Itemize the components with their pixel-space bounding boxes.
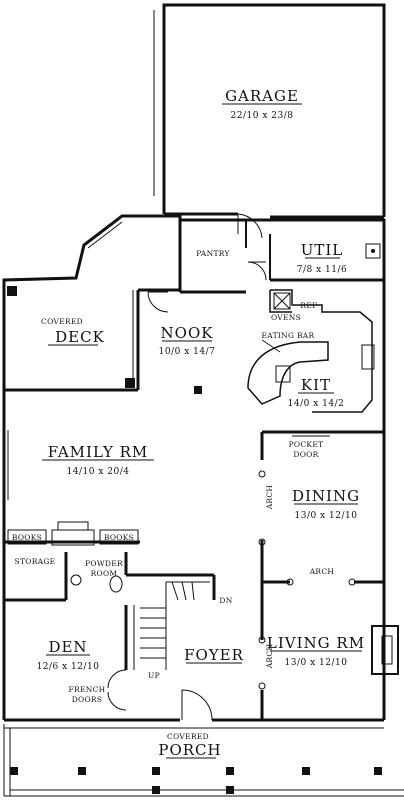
pantry-label: PANTRY — [196, 249, 230, 258]
living-label: LIVING RM — [267, 634, 365, 652]
garage-walls — [153, 3, 386, 219]
post-icon — [194, 386, 202, 394]
sink-icon — [365, 243, 381, 259]
door-label: DOOR — [293, 450, 318, 459]
post-icon — [226, 767, 234, 775]
family-dim: 14/10 x 20/4 — [67, 467, 130, 477]
deck-prefix: COVERED — [41, 317, 83, 326]
kit-label: KIT — [301, 376, 331, 394]
storage-label: STORAGE — [15, 557, 56, 566]
cooktop-icon — [275, 365, 291, 383]
porch-prefix: COVERED — [167, 732, 209, 741]
post-icon — [302, 767, 310, 775]
fireplace-icon — [371, 625, 399, 675]
deck-label: DECK — [55, 328, 105, 346]
post-icon — [7, 286, 17, 296]
pocket-label: POCKET — [289, 440, 324, 449]
stairs — [140, 581, 210, 670]
post-icon — [226, 786, 234, 794]
ovens-label: OVENS — [271, 313, 301, 322]
doors-label: DOORS — [72, 695, 103, 704]
kitchen-sink-icon — [361, 344, 375, 370]
books-left-label: BOOKS — [12, 533, 42, 542]
dining-label: DINING — [292, 487, 360, 505]
powder-room-label: ROOM — [91, 569, 118, 578]
eating-bar-label: EATING BAR — [262, 331, 315, 340]
main-walls — [2, 390, 399, 722]
powder-label: POWDER — [85, 559, 123, 568]
porch-outline — [3, 724, 404, 797]
post-icon — [374, 767, 382, 775]
up-label: UP — [148, 671, 160, 680]
ref-label: REF — [300, 301, 317, 310]
lav-icon — [70, 574, 82, 586]
oven-icon — [273, 292, 291, 310]
nook-kitchen-walls — [138, 280, 386, 430]
post-icon — [125, 378, 135, 388]
deck-outline — [2, 214, 182, 392]
garage-door-swing — [237, 213, 263, 239]
nook-label: NOOK — [161, 324, 214, 342]
arch-label-living: ARCH — [309, 567, 335, 576]
den-label: DEN — [48, 638, 87, 656]
living-dim: 13/0 x 12/10 — [285, 658, 348, 668]
garage-label: GARAGE — [225, 87, 299, 105]
dining-dim: 13/0 x 12/10 — [295, 511, 358, 521]
family-label: FAMILY RM — [48, 443, 149, 461]
nook-dim: 10/0 x 14/7 — [159, 347, 216, 357]
porch-label: PORCH — [158, 741, 221, 759]
books-right-label: BOOKS — [104, 533, 134, 542]
post-icon — [152, 767, 160, 775]
util-dim: 7/8 x 11/6 — [297, 265, 348, 275]
den-dim: 12/6 x 12/10 — [37, 662, 100, 672]
post-icon — [152, 786, 160, 794]
util-door-swing — [247, 261, 267, 281]
toilet-icon — [109, 575, 123, 593]
foyer-label: FOYER — [184, 646, 244, 664]
french-label: FRENCH — [69, 685, 106, 694]
eating-bar-island — [247, 341, 329, 405]
arch-label-dining: ARCH — [265, 485, 274, 511]
garage-dim: 22/10 x 23/8 — [231, 111, 294, 121]
post-icon — [10, 767, 18, 775]
pantry-util-walls — [178, 218, 386, 294]
post-icon — [78, 767, 86, 775]
arch-label-foyer: ARCH — [265, 644, 274, 670]
dn-label: DN — [219, 596, 232, 605]
util-label: UTIL — [301, 241, 344, 259]
kit-dim: 14/0 x 14/2 — [288, 399, 345, 409]
